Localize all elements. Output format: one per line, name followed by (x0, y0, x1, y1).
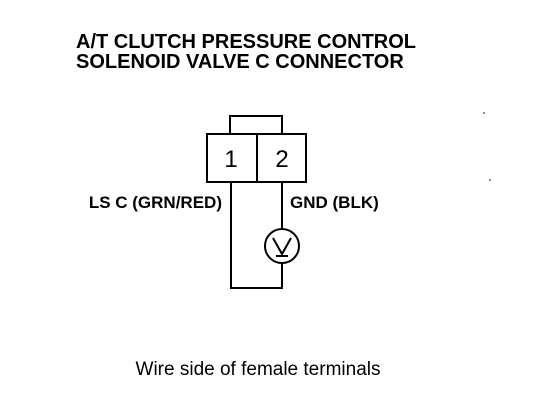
terminal-1-label: LS C (GRN/RED) (89, 193, 222, 212)
connector-body (206, 115, 307, 183)
probe-wires (230, 182, 283, 289)
connector-lock-tab (229, 115, 283, 134)
terminal-2-number: 2 (275, 146, 288, 173)
title-line-2: SOLENOID VALVE C CONNECTOR (76, 51, 404, 73)
terminal-1-number: 1 (224, 146, 237, 173)
terminal-2-label: GND (BLK) (290, 193, 379, 212)
voltmeter-v-mark (272, 237, 292, 257)
voltmeter-circle (264, 228, 300, 264)
scan-speck (483, 112, 485, 114)
voltmeter-icon (264, 228, 300, 264)
probe-wire-terminal-1 (230, 182, 283, 289)
caption: Wire side of female terminals (136, 359, 381, 380)
scan-speck (489, 179, 491, 181)
title-line-1: A/T CLUTCH PRESSURE CONTROL (76, 31, 416, 53)
